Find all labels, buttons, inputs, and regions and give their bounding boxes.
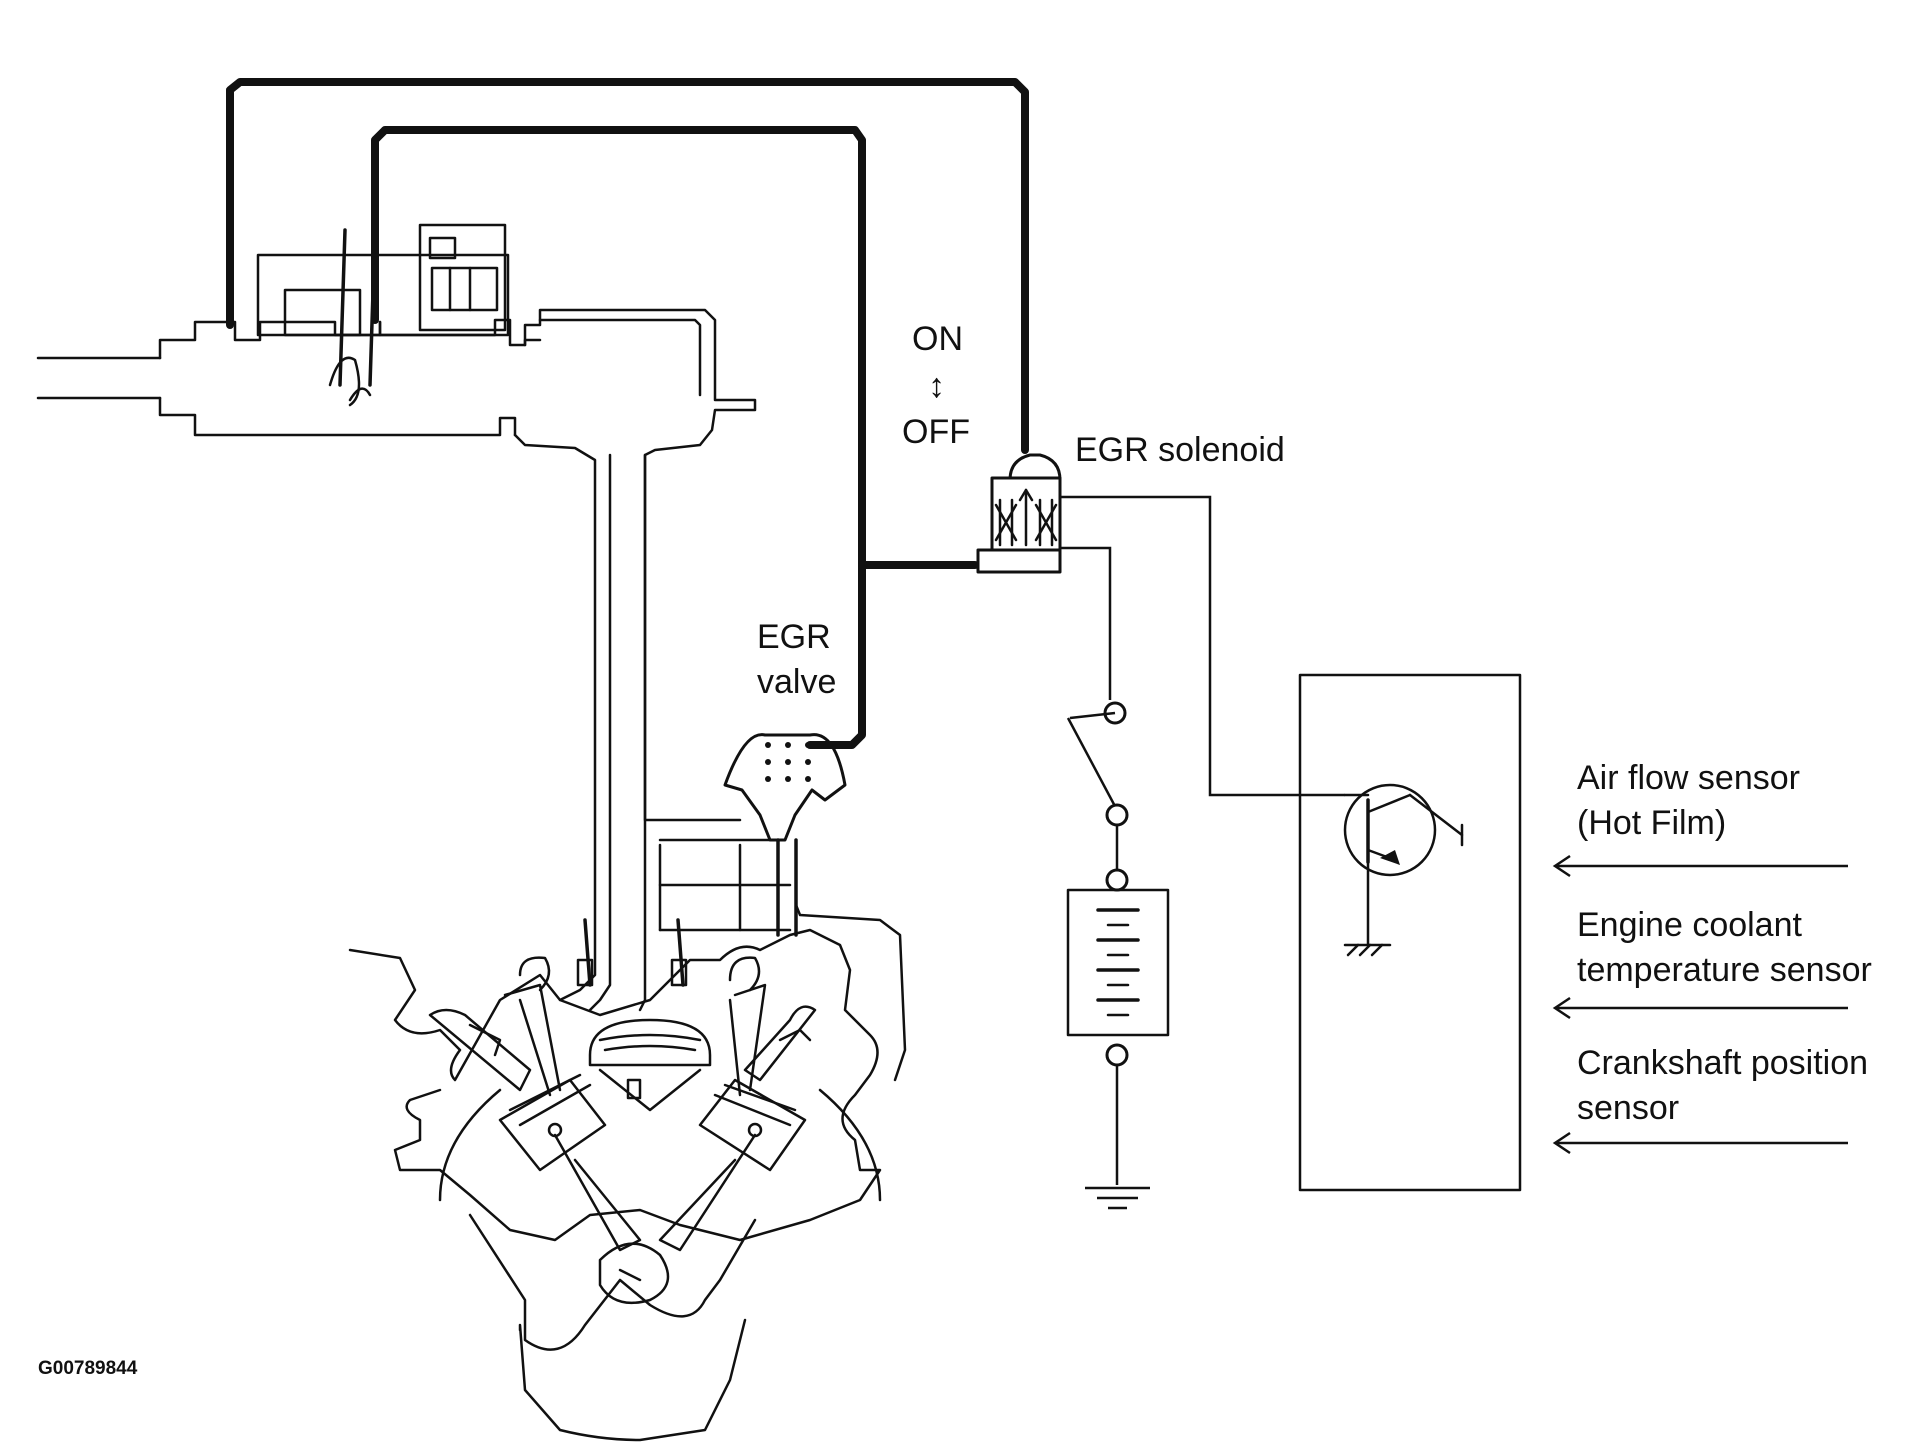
label-coolant-sensor-line2: temperature sensor <box>1577 951 1872 989</box>
on-off-arrow-icon: ↕ <box>928 367 945 405</box>
label-air-flow-sensor-line2: (Hot Film) <box>1577 804 1727 842</box>
label-air-flow-sensor-line1: Air flow sensor <box>1577 759 1800 797</box>
air-flow-sensor-arrow <box>1552 854 1848 878</box>
coolant-sensor-arrow <box>1552 996 1848 1020</box>
ecu-transistor <box>1343 783 1464 957</box>
figure-id: G00789844 <box>38 1358 138 1379</box>
intake-air-duct <box>36 320 517 437</box>
egr-valve <box>723 733 907 1082</box>
ecu-box <box>1298 673 1522 1192</box>
label-egr-valve-line2: valve <box>757 663 837 701</box>
label-off: OFF <box>902 413 970 451</box>
solenoid-wiring <box>1060 495 1345 892</box>
crankshaft-sensor-arrow <box>1552 1131 1848 1155</box>
egr-solenoid <box>976 453 1062 574</box>
ground-symbol-battery <box>1085 1186 1150 1210</box>
label-crankshaft-sensor-line1: Crankshaft position <box>1577 1044 1869 1082</box>
v-engine-cross-section <box>348 918 882 1442</box>
idle-speed-control-valve <box>418 223 507 332</box>
label-egr-valve-line1: EGR <box>757 618 831 656</box>
battery <box>1066 888 1170 1185</box>
vacuum-hose-manifold-to-solenoid <box>226 78 1029 454</box>
label-coolant-sensor-line1: Engine coolant <box>1577 906 1802 944</box>
vacuum-hose-egr-to-solenoid <box>371 126 979 749</box>
throttle-body <box>256 228 510 407</box>
label-egr-solenoid: EGR solenoid <box>1075 431 1285 469</box>
label-crankshaft-sensor-line2: sensor <box>1577 1089 1680 1127</box>
label-on: ON <box>912 320 963 358</box>
intake-plenum <box>378 308 792 1012</box>
